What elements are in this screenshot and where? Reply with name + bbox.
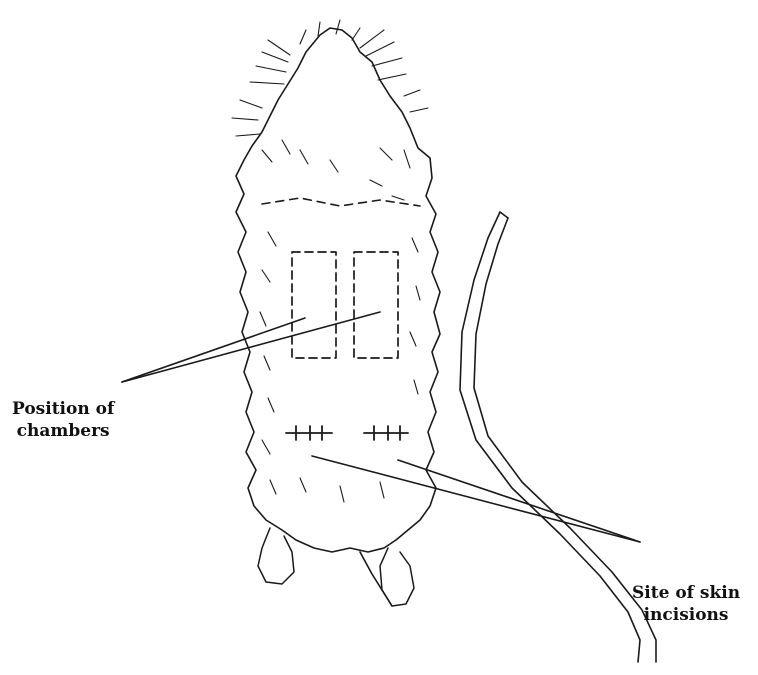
fur-details [260,140,420,502]
back-outline-dashed [262,198,420,206]
chamber-right [354,252,398,358]
leader-lines [122,312,640,542]
left-hind-foot [258,528,294,584]
label-chambers-line1: Position of [12,398,114,420]
leader-incision-right [398,460,640,542]
label-chambers-line2: chambers [12,420,114,442]
label-incisions-line2: incisions [632,604,740,626]
incision-marks [286,426,408,440]
leader-incision-left [312,456,640,542]
label-site-of-skin-incisions: Site of skin incisions [632,582,740,626]
chamber-left [292,252,336,358]
label-incisions-line1: Site of skin [632,582,740,604]
leader-chamber-left [122,318,305,382]
whiskers [232,20,428,136]
tail [360,212,656,662]
rat-body-outline [236,28,440,552]
leader-chamber-right [122,312,380,382]
right-hind-foot [380,548,414,606]
label-position-of-chambers: Position of chambers [12,398,114,442]
